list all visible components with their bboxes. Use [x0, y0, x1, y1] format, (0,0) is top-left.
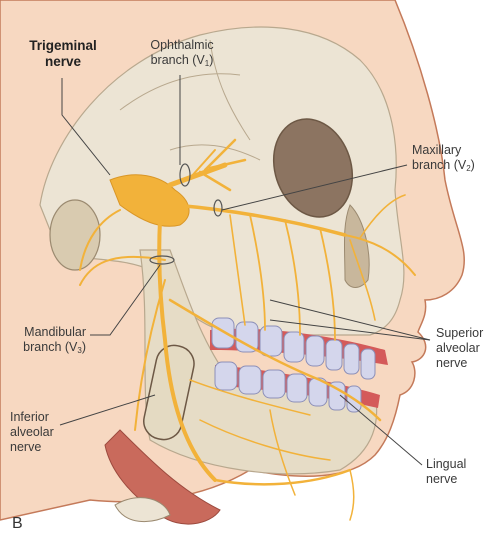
ophthalmic-line2: branch (V1)	[136, 53, 228, 71]
lingual-line1: Lingual	[426, 457, 486, 472]
panel-letter: B	[12, 515, 23, 533]
inferior-alveolar-line3: nerve	[10, 440, 70, 455]
superior-alveolar-nerve-label: Superior alveolar nerve	[436, 326, 498, 371]
superior-alveolar-line2: alveolar	[436, 341, 498, 356]
trigeminal-line1: Trigeminal	[18, 38, 108, 54]
maxillary-line2: branch (V2)	[412, 158, 498, 176]
superior-alveolar-line1: Superior	[436, 326, 498, 341]
lingual-nerve-label: Lingual nerve	[426, 457, 486, 487]
superior-alveolar-line3: nerve	[436, 356, 498, 371]
trigeminal-line2: nerve	[18, 54, 108, 70]
trigeminal-nerve-label: Trigeminal nerve	[18, 38, 108, 70]
ophthalmic-line1: Ophthalmic	[136, 38, 228, 53]
ophthalmic-branch-label: Ophthalmic branch (V1)	[136, 38, 228, 71]
maxillary-branch-label: Maxillary branch (V2)	[412, 143, 498, 176]
inferior-alveolar-line1: Inferior	[10, 410, 70, 425]
mandibular-line1: Mandibular	[0, 325, 86, 340]
lingual-line2: nerve	[426, 472, 486, 487]
inferior-alveolar-nerve-label: Inferior alveolar nerve	[10, 410, 70, 455]
mandibular-branch-label: Mandibular branch (V3)	[0, 325, 86, 358]
maxillary-line1: Maxillary	[412, 143, 498, 158]
mandibular-line2: branch (V3)	[0, 340, 86, 358]
inferior-alveolar-line2: alveolar	[10, 425, 70, 440]
